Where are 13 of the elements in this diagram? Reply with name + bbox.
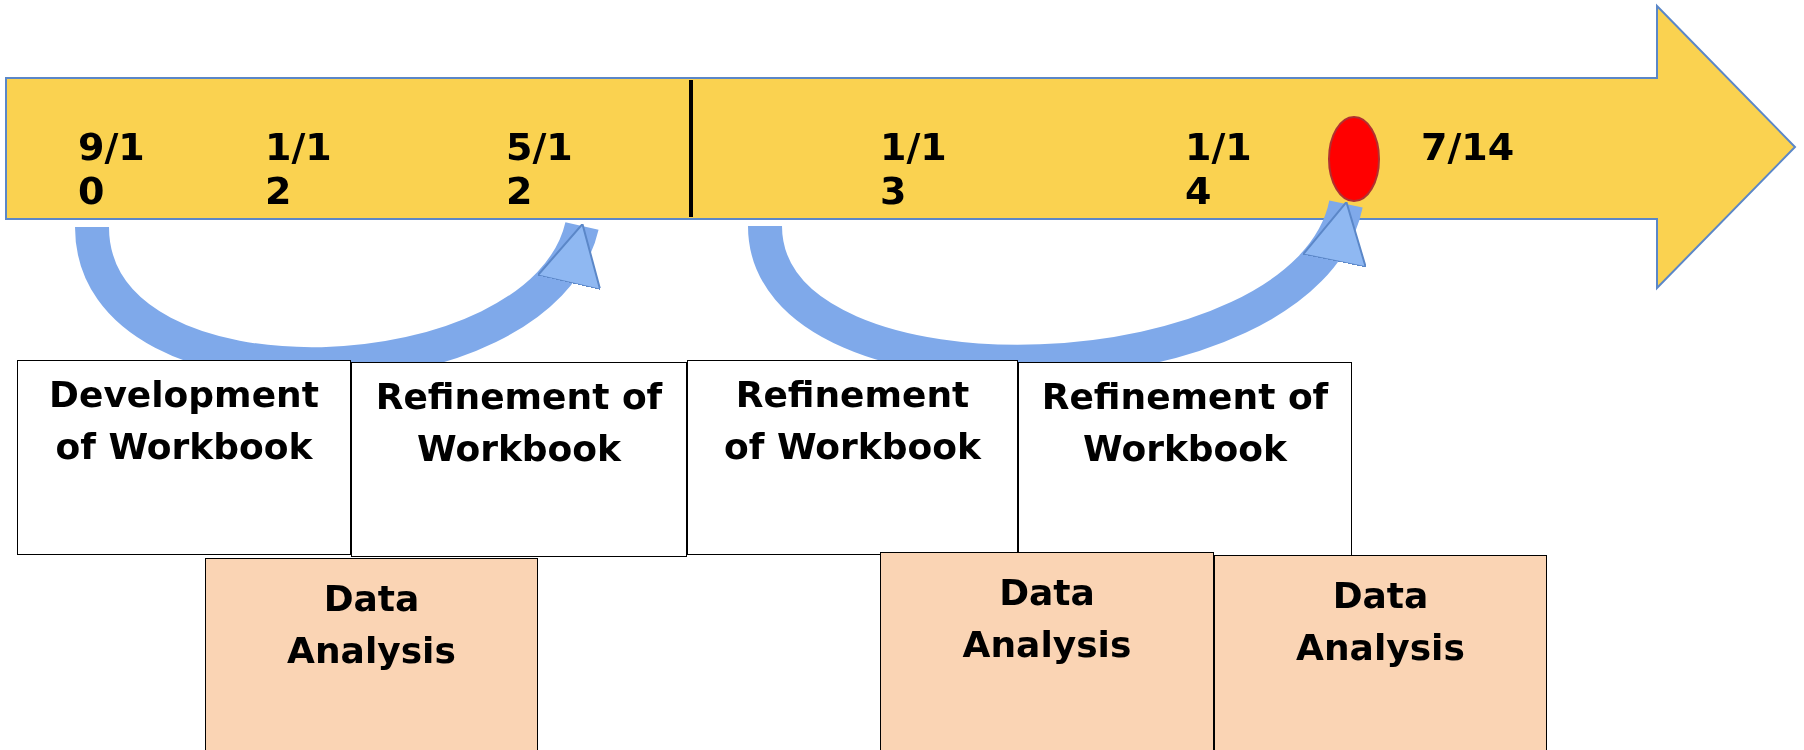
date-label: 1/14: [1185, 125, 1265, 225]
analysis-box: Data Analysis: [1214, 555, 1547, 750]
phase-box: Refinement of Workbook: [1018, 362, 1352, 557]
analysis-box: Data Analysis: [880, 552, 1214, 750]
date-label: 5/12: [506, 125, 586, 225]
phase-box: Refinement of Workbook: [351, 362, 687, 557]
date-label: 9/10: [78, 125, 158, 225]
date-label: 1/12: [265, 125, 345, 225]
date-label: 7/14: [1421, 125, 1561, 175]
date-label: 1/13: [880, 125, 960, 225]
phase-box: Development of Workbook: [17, 360, 351, 555]
analysis-box: Data Analysis: [205, 558, 538, 750]
phase-box: Refinement of Workbook: [687, 360, 1018, 555]
